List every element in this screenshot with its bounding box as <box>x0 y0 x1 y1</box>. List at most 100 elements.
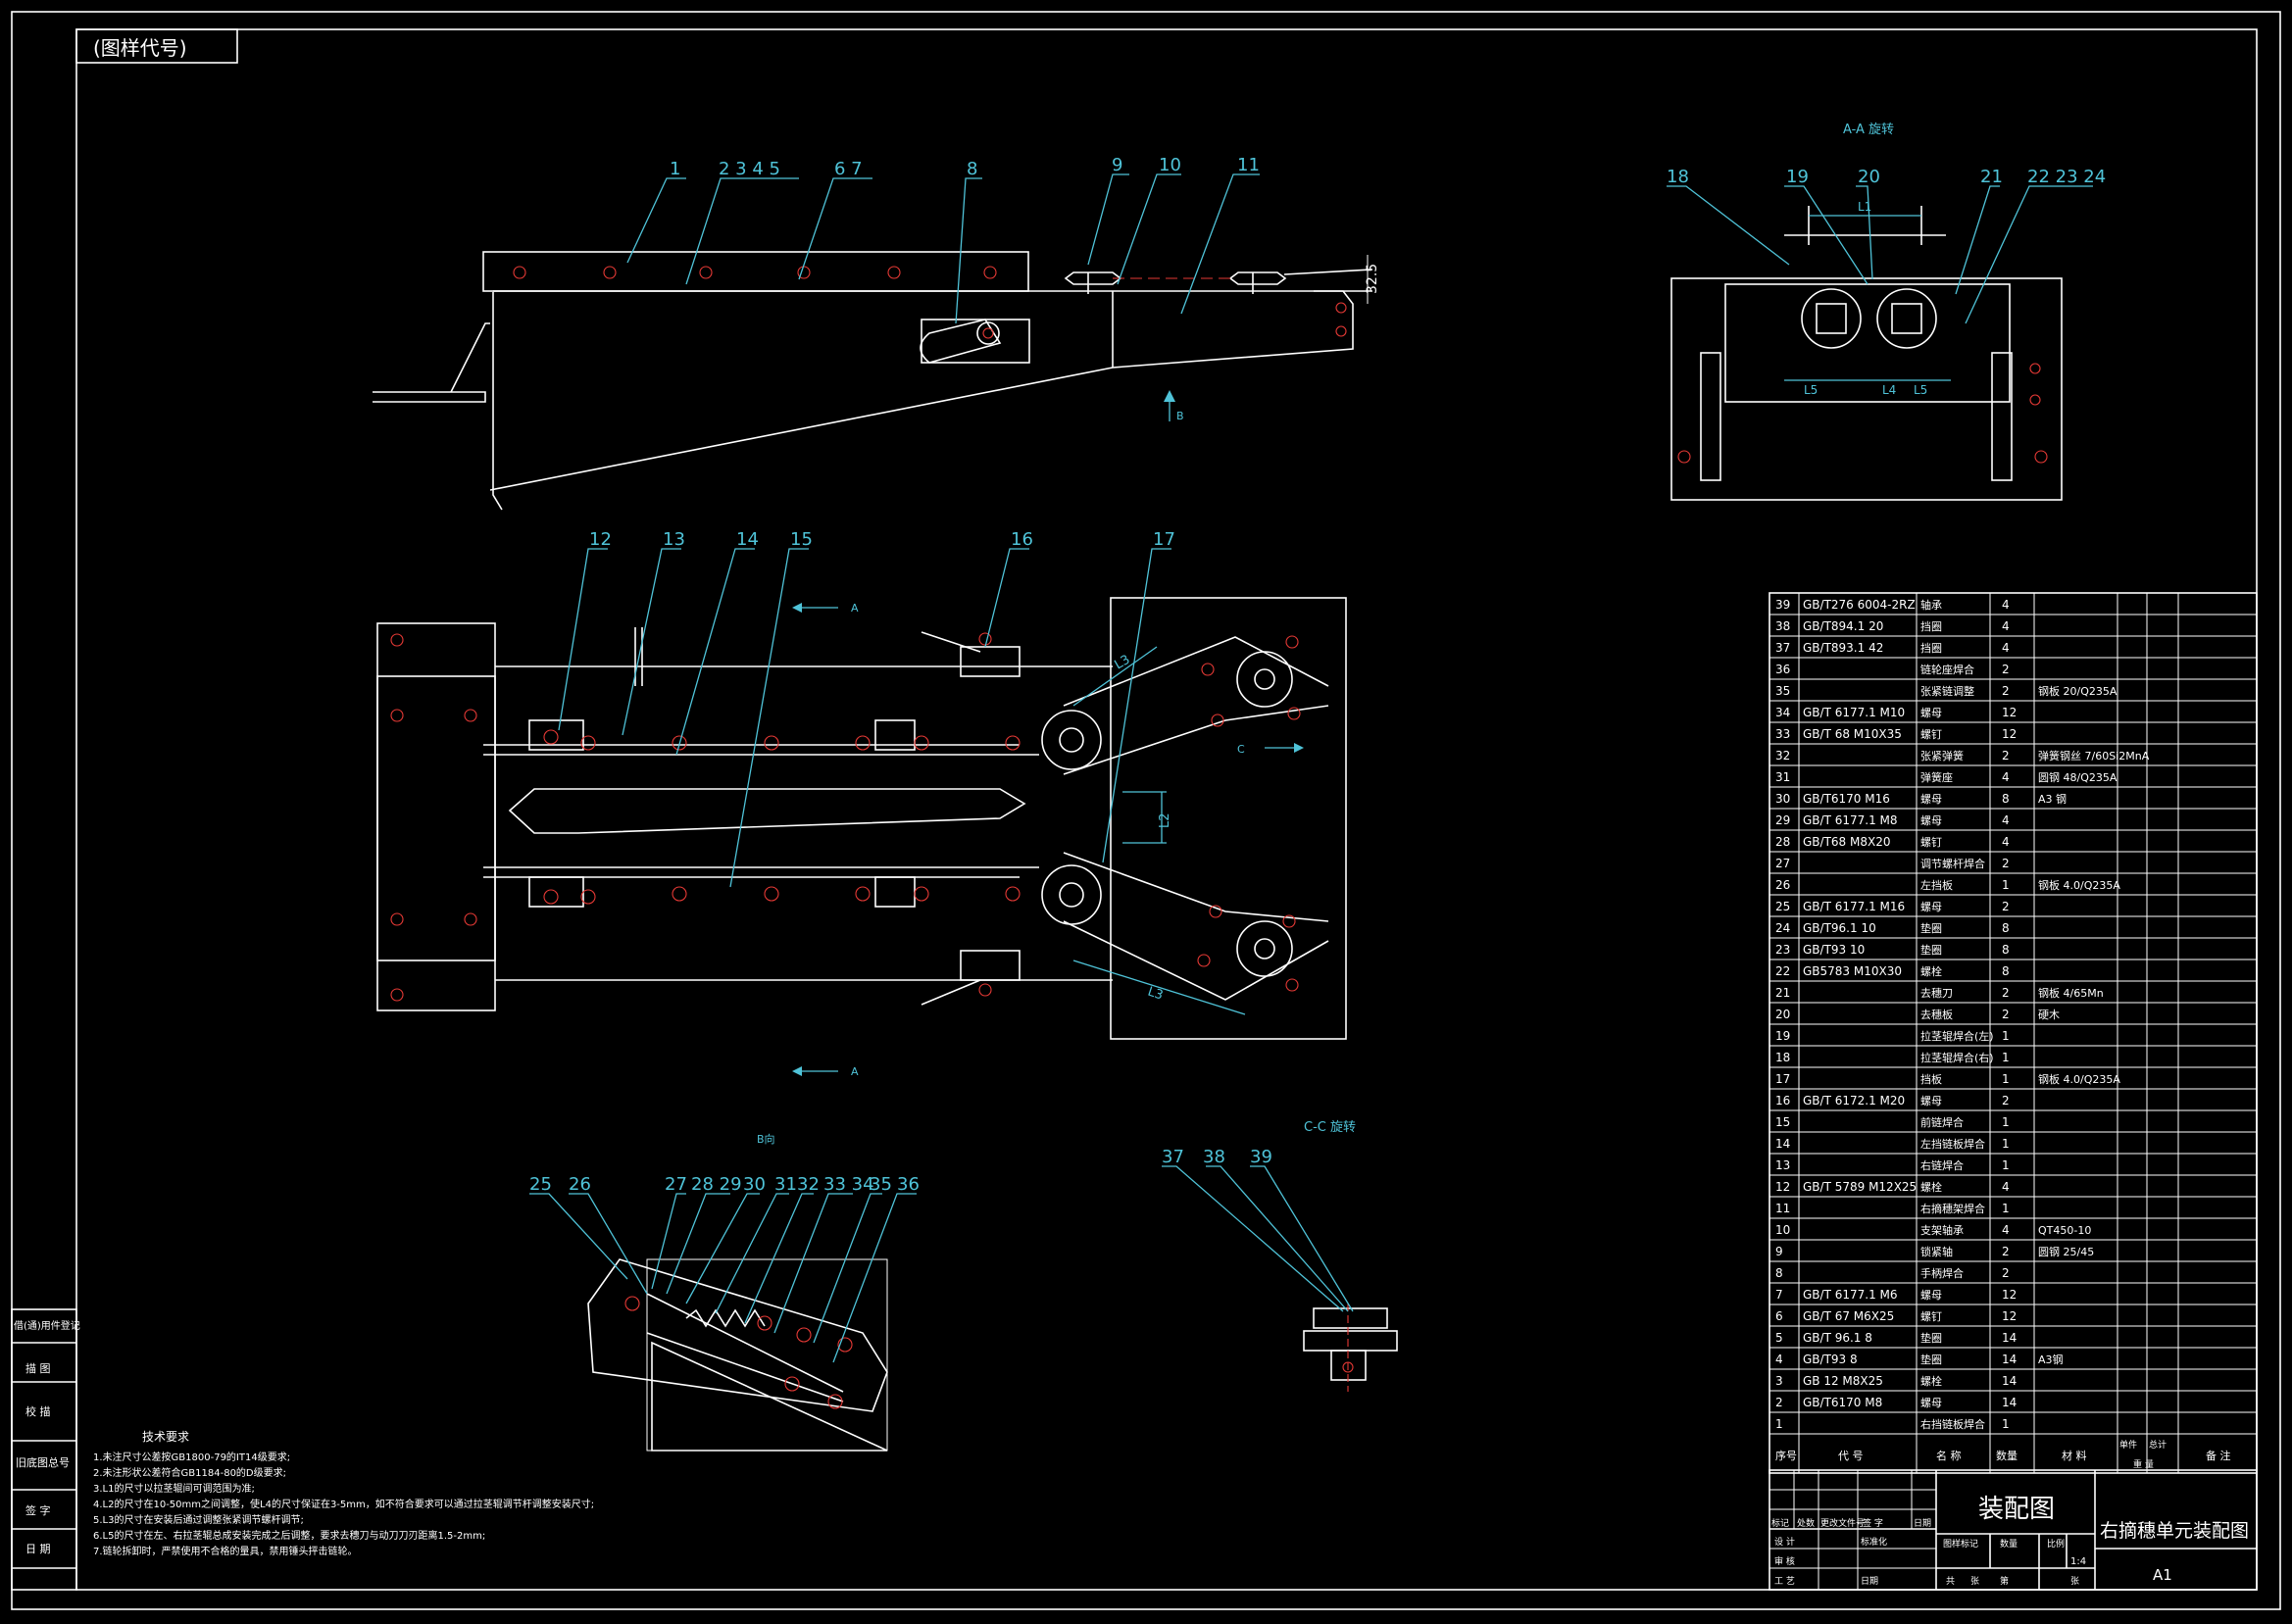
tech-line-4: 4.L2的尺寸在10-50mm之间调整，使L4的尺寸保证在3-5mm，如不符合要… <box>93 1498 594 1510</box>
bom-row-name: 垫圈 <box>1920 943 1942 957</box>
bom-row-qty: 8 <box>2002 964 2010 978</box>
bom-row-name: 右链焊合 <box>1920 1158 1964 1172</box>
bom-header-weight: 重 量 <box>2133 1458 2154 1470</box>
bom-row-code: GB/T893.1 42 <box>1803 641 1883 655</box>
dim-L3-bottom: L3 <box>1146 985 1165 1004</box>
title-block-type: 装配图 <box>1978 1495 2055 1524</box>
bom-row-name: 螺栓 <box>1920 1180 1942 1194</box>
bom-row-qty: 2 <box>2002 900 2010 913</box>
bom-row-name: 张紧弹簧 <box>1920 749 1964 763</box>
bom-row-name: 张紧链调整 <box>1920 684 1974 698</box>
bom-row-name: 螺母 <box>1920 1095 1942 1107</box>
bom-row-code: GB/T276 6004-2RZ <box>1803 598 1916 612</box>
bom-row-qty: 4 <box>2002 619 2010 633</box>
bom-header-unit: 单件 <box>2119 1439 2137 1451</box>
leader-38: 38 <box>1203 1147 1225 1167</box>
view-b-title: B向 <box>757 1132 775 1146</box>
section-a-bottom: A <box>851 1065 859 1078</box>
bom-row-name: 垫圈 <box>1920 1331 1942 1345</box>
leader-6-7: 6 7 <box>834 159 863 179</box>
bom-row-name: 垫圈 <box>1920 1353 1942 1366</box>
tb-page-unit: 张 <box>2070 1576 2079 1587</box>
bom-row-no: 5 <box>1775 1331 1783 1345</box>
bom-row-name: 手柄焊合 <box>1920 1266 1964 1280</box>
left-strip: 借(通)用件登记 描 图 校 描 旧底图总号 签 字 日 期 <box>11 1308 80 1591</box>
tech-line-1: 1.未注尺寸公差按GB1800-79的IT14级要求; <box>93 1451 290 1463</box>
bom-row-qty: 1 <box>2002 1051 2010 1064</box>
leader-14: 14 <box>736 529 759 550</box>
tb-design: 设 计 <box>1774 1536 1795 1548</box>
bom-row-no: 2 <box>1775 1396 1783 1409</box>
dim-L4: L4 <box>1882 383 1896 397</box>
bom-row-code: GB/T 68 M10X35 <box>1803 727 1902 741</box>
leader-28-29: 28 29 <box>691 1174 742 1195</box>
leader-15: 15 <box>790 529 813 550</box>
leader-25: 25 <box>529 1174 552 1195</box>
bom-header-material: 材 料 <box>2062 1449 2087 1462</box>
tb-sheet: 张 <box>1970 1576 1979 1587</box>
bom-row-name: 弹簧座 <box>1920 770 1953 784</box>
bom-row-name: 螺钉 <box>1920 1310 1942 1323</box>
tb-ratio: 比例 <box>2047 1538 2065 1550</box>
section-cc-view: C-C 旋转 37 38 39 <box>1162 1120 1398 1392</box>
bom-row-no: 4 <box>1775 1353 1783 1366</box>
bom-row-name: 去穗刀 <box>1920 987 1953 1000</box>
bom-row-no: 19 <box>1775 1029 1790 1043</box>
bom-row-no: 16 <box>1775 1094 1790 1107</box>
bom-row-qty: 8 <box>2002 943 2010 957</box>
bom-row-material: A3 钢 <box>2038 793 2067 806</box>
leader-11: 11 <box>1237 155 1260 175</box>
bom-row-name: 螺母 <box>1920 814 1942 827</box>
bom-row-no: 26 <box>1775 878 1790 892</box>
bom-row-no: 6 <box>1775 1309 1783 1323</box>
tb-weight: 数量 <box>2000 1538 2018 1550</box>
bom-header-name: 名 称 <box>1936 1449 1962 1462</box>
leader-9: 9 <box>1112 155 1122 175</box>
bom-row-no: 24 <box>1775 921 1790 935</box>
mid-leaders: 12 13 14 15 16 17 <box>558 529 1175 888</box>
bom-row-qty: 8 <box>2002 792 2010 806</box>
bom-row-no: 14 <box>1775 1137 1790 1151</box>
section-aa-view: A-A 旋转 L1 L5 L4 L5 18 19 20 21 22 23 24 <box>1667 123 2106 501</box>
top-leaders: 1 2 3 4 5 6 7 8 9 10 11 <box>626 155 1260 324</box>
bom-row-no: 28 <box>1775 835 1790 849</box>
bom-row-code: GB/T 5789 M12X25 <box>1803 1180 1917 1194</box>
bom-row-name: 螺母 <box>1920 793 1942 806</box>
bom-row-qty: 2 <box>2002 1245 2010 1258</box>
dim-L5-right: L5 <box>1914 383 1927 397</box>
leader-10: 10 <box>1159 155 1181 175</box>
bom-row-qty: 1 <box>2002 1137 2010 1151</box>
tb-date: 日期 <box>1914 1518 1931 1529</box>
bom-row-name: 挡圈 <box>1920 641 1942 655</box>
bom-row-name: 挡板 <box>1920 1072 1942 1086</box>
bom-row-qty: 2 <box>2002 684 2010 698</box>
tech-line-6: 6.L5的尺寸在左、右拉茎辊总成安装完成之后调整，要求去穗刀与动刀刀刃距离1.5… <box>93 1529 485 1542</box>
dim-L3-top: L3 <box>1113 653 1133 673</box>
bom-row-name: 支架轴承 <box>1920 1223 1964 1237</box>
leader-37: 37 <box>1162 1147 1184 1167</box>
bom-row-name: 螺栓 <box>1920 1374 1942 1388</box>
leader-19: 19 <box>1786 167 1809 187</box>
bom-row-no: 38 <box>1775 619 1790 633</box>
tb-process: 工 艺 <box>1774 1576 1795 1587</box>
bom-row-material: 钢板 4.0/Q235A <box>2038 878 2120 892</box>
leader-22-24: 22 23 24 <box>2027 167 2106 187</box>
tb-check: 审 核 <box>1774 1555 1795 1567</box>
leader-17: 17 <box>1153 529 1175 550</box>
section-aa-title: A-A 旋转 <box>1843 123 1894 137</box>
dim-L1: L1 <box>1858 200 1871 214</box>
bom-row-qty: 8 <box>2002 921 2010 935</box>
bom-header-note: 备 注 <box>2206 1449 2231 1462</box>
bom-row-code: GB5783 M10X30 <box>1803 964 1902 978</box>
strip-label-0: 借(通)用件登记 <box>14 1319 80 1332</box>
leader-26: 26 <box>569 1174 591 1195</box>
tb-stage: 图样标记 <box>1943 1538 1978 1550</box>
bom-row-name: 挡圈 <box>1920 619 1942 633</box>
bom-row-qty: 4 <box>2002 1180 2010 1194</box>
title-block-scale: 1:4 <box>2070 1556 2086 1567</box>
bom-row-no: 11 <box>1775 1202 1790 1215</box>
tb-count: 处数 <box>1797 1517 1815 1529</box>
tech-title: 技术要求 <box>142 1430 189 1444</box>
bom-row-code: GB/T894.1 20 <box>1803 619 1883 633</box>
